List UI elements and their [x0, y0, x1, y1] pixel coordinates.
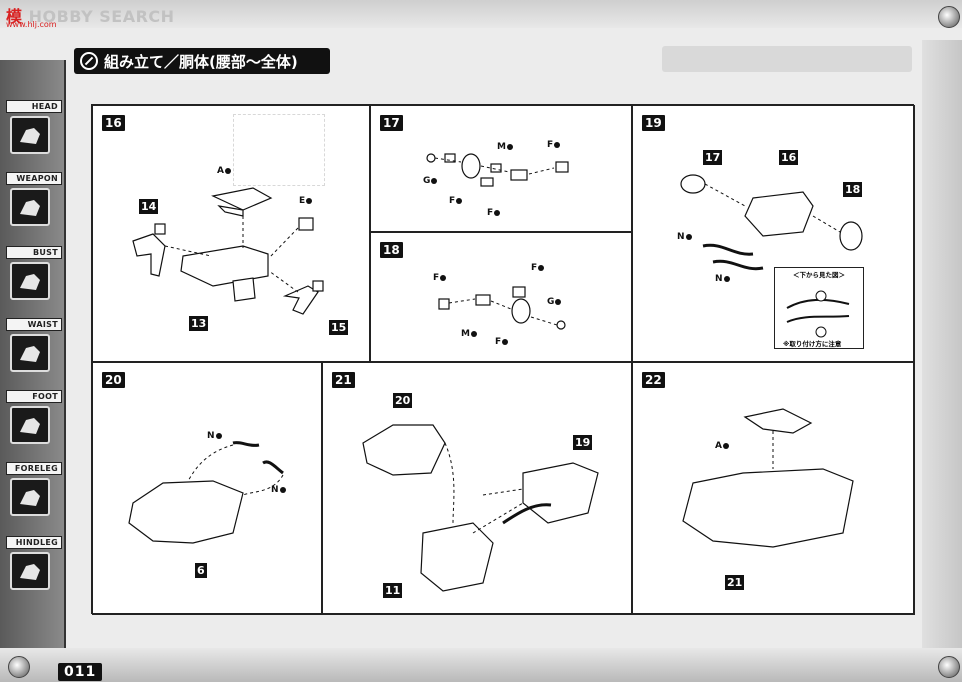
- part-tag: 18: [843, 182, 863, 197]
- step-18-panel: 18 F F G M F: [370, 232, 632, 362]
- part-tag: 13: [189, 316, 209, 331]
- sidebar-item-label: WAIST: [6, 318, 62, 331]
- screw-icon: [938, 656, 960, 678]
- part-letter: E: [299, 196, 313, 206]
- part-letter: M: [461, 329, 477, 339]
- sidebar-item-weapon: WEAPON: [6, 172, 62, 226]
- no-entry-icon: [80, 52, 98, 70]
- step-16-panel: 16 14 13 15 A E: [92, 105, 370, 362]
- sidebar-item-foreleg: FORELEG: [6, 462, 62, 516]
- part-tag: 15: [329, 320, 349, 335]
- part-letter: N: [677, 232, 692, 242]
- part-letter: N: [271, 485, 286, 495]
- part-letter: A: [715, 441, 729, 451]
- screw-icon: [8, 656, 30, 678]
- foreleg-icon: [10, 478, 50, 516]
- part-tag: 21: [725, 575, 745, 590]
- part-letter: A: [217, 166, 231, 176]
- step-22-illustration: [682, 408, 854, 548]
- foot-icon: [10, 406, 50, 444]
- head-icon: [10, 116, 50, 154]
- hindleg-icon: [10, 552, 50, 590]
- step-20-panel: 20 6 N N: [92, 362, 322, 615]
- part-letter: F: [449, 196, 463, 206]
- watermark-logo: 模 HOBBY SEARCH: [6, 7, 175, 26]
- part-letter: F: [433, 273, 447, 283]
- part-letter: M: [497, 142, 513, 152]
- bust-icon: [10, 262, 50, 300]
- sidebar-item-label: BUST: [6, 246, 62, 259]
- page-number: 011: [58, 663, 103, 681]
- step-number: 16: [102, 115, 125, 131]
- screw-icon: [938, 6, 960, 28]
- sidebar-item-label: HINDLEG: [6, 536, 62, 549]
- step-22-panel: 22 21 A: [632, 362, 915, 615]
- sidebar-item-label: FOOT: [6, 390, 62, 403]
- instruction-grid: 16 14 13 15 A E: [91, 104, 915, 615]
- section-title: 組み立て／胴体(腰部～全体): [104, 52, 298, 71]
- step-number: 22: [642, 372, 665, 388]
- step-17-illustration: [426, 153, 569, 187]
- callout-diagram: [786, 290, 850, 338]
- right-frame: [922, 40, 962, 680]
- sidebar-item-hindleg: HINDLEG: [6, 536, 62, 590]
- sidebar-item-bust: BUST: [6, 246, 62, 300]
- bleed-through-title: [662, 46, 912, 72]
- part-tag: 6: [195, 563, 207, 578]
- step-16-illustration: [132, 187, 324, 315]
- step-number: 17: [380, 115, 403, 131]
- underside-view-callout: ＜下から見た図＞: [774, 267, 864, 349]
- part-tag: 20: [393, 393, 413, 408]
- watermark-url: www.hlj.com: [6, 20, 57, 29]
- part-letter: F: [487, 208, 501, 218]
- step-18-illustration: [438, 286, 566, 330]
- part-tag: 11: [383, 583, 403, 598]
- weapon-icon: [10, 188, 50, 226]
- part-letter: F: [547, 140, 561, 150]
- sidebar-item-head: HEAD: [6, 100, 62, 154]
- part-tag: 16: [779, 150, 799, 165]
- sidebar-item-label: FORELEG: [6, 462, 62, 475]
- part-letter: G: [423, 176, 438, 186]
- part-tag: 19: [573, 435, 593, 450]
- step-number: 18: [380, 242, 403, 258]
- bottom-frame: [0, 648, 962, 682]
- sidebar-item-foot: FOOT: [6, 390, 62, 444]
- step-number: 20: [102, 372, 125, 388]
- bleed-through: [233, 114, 325, 186]
- step-17-panel: 17 M F G F F: [370, 105, 632, 232]
- callout-title: ＜下から見た図＞: [793, 271, 845, 279]
- step-19-illustration: [680, 174, 863, 271]
- section-title-bar: 組み立て／胴体(腰部～全体): [74, 48, 330, 74]
- step-21-illustration: [362, 424, 599, 592]
- part-tag: 14: [139, 199, 159, 214]
- part-tag: 17: [703, 150, 723, 165]
- step-number: 19: [642, 115, 665, 131]
- part-letter: N: [715, 274, 730, 284]
- part-letter: N: [207, 431, 222, 441]
- step-19-panel: 19 17 16 18 N N: [632, 105, 915, 362]
- callout-note: ※取り付け方に注意: [783, 340, 842, 348]
- sidebar-item-waist: WAIST: [6, 318, 62, 372]
- step-21-panel: 21 20 19 11: [322, 362, 632, 615]
- part-letter: F: [531, 263, 545, 273]
- step-20-illustration: [128, 441, 284, 544]
- top-frame: [0, 0, 962, 28]
- part-letter: F: [495, 337, 509, 347]
- sidebar-item-label: WEAPON: [6, 172, 62, 185]
- sidebar-item-label: HEAD: [6, 100, 62, 113]
- waist-icon: [10, 334, 50, 372]
- part-letter: G: [547, 297, 562, 307]
- step-number: 21: [332, 372, 355, 388]
